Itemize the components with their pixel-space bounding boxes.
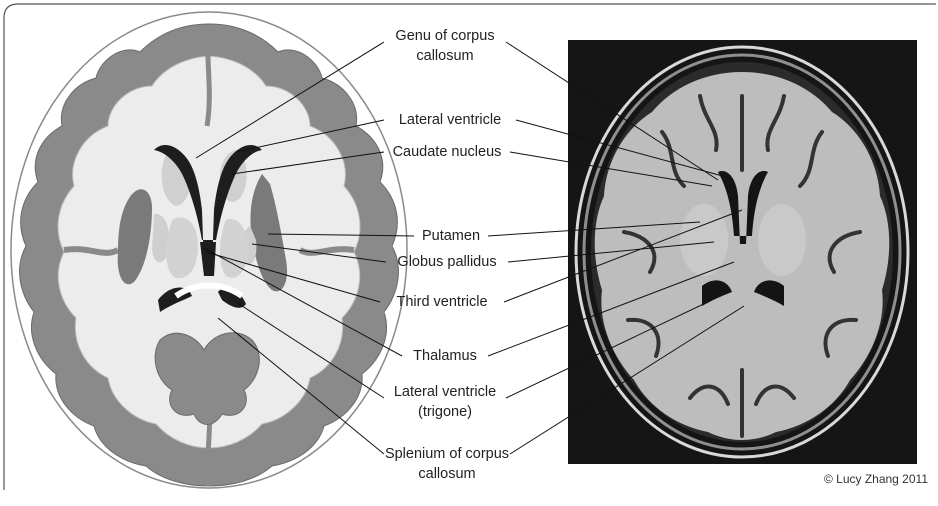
label-lateral-trigone-line2: (trigone) <box>418 404 472 420</box>
label-lateral-ventricle: Lateral ventricle <box>399 112 501 128</box>
copyright-notice: © Lucy Zhang 2011 <box>824 472 928 486</box>
label-third-ventricle: Third ventricle <box>396 294 487 310</box>
label-putamen: Putamen <box>422 228 480 244</box>
label-genu-line2: callosum <box>416 48 473 64</box>
label-genu-line1: Genu of corpus <box>395 28 494 44</box>
label-globus-pallidus: Globus pallidus <box>397 254 496 270</box>
left-sylvian <box>64 249 118 253</box>
label-caudate-nucleus: Caudate nucleus <box>393 144 502 160</box>
mri-basal-ganglia-right <box>758 204 806 276</box>
label-splenium-line2: callosum <box>418 466 475 482</box>
label-thalamus: Thalamus <box>413 348 477 364</box>
front-fissure <box>207 26 209 126</box>
schematic-brain <box>11 12 407 488</box>
mri-panel <box>568 40 917 464</box>
mri-basal-ganglia-left <box>680 204 728 276</box>
label-splenium-line1: Splenium of corpus <box>385 446 509 462</box>
right-sylvian <box>300 249 354 253</box>
label-lateral-trigone-line1: Lateral ventricle <box>394 384 496 400</box>
